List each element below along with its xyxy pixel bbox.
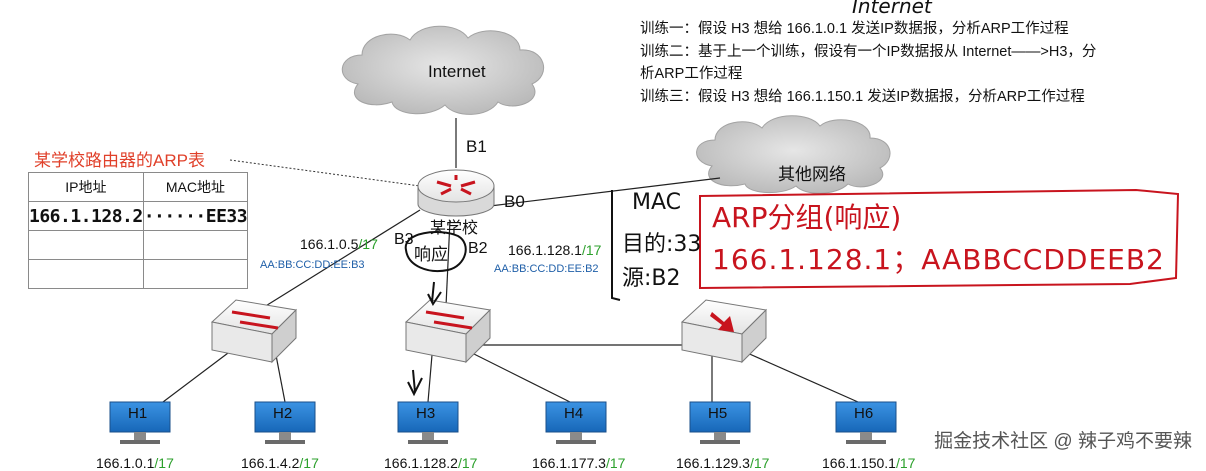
hosts-group	[109, 401, 897, 444]
host-ip-label: 166.1.129.3/17	[676, 455, 769, 471]
frame-src-note: 源:B2	[622, 266, 681, 291]
b3-mask: /17	[358, 236, 378, 252]
host-ip-label: 166.1.4.2/17	[241, 455, 319, 471]
host-mask: /17	[749, 455, 770, 471]
host-name-label: H2	[273, 405, 293, 422]
host-monitor-icon	[689, 401, 751, 444]
switch-left-icon	[210, 299, 298, 364]
table-row	[28, 259, 249, 289]
port-b3-label: B3	[394, 231, 414, 248]
other-network-cloud	[696, 115, 891, 194]
arp-header-ip: IP地址	[28, 172, 144, 202]
host-ip-label: 166.1.150.1/17	[822, 455, 915, 471]
arp-cell	[28, 259, 144, 289]
arp-cell: ······EE33	[142, 201, 249, 231]
other-network-label: 其他网络	[778, 165, 846, 184]
b2-ip: 166.1.128.1	[508, 242, 582, 258]
host-name-label: H3	[416, 405, 436, 422]
switch-middle-icon	[404, 299, 492, 364]
host-monitor-icon	[109, 401, 171, 444]
router-icon	[417, 169, 495, 217]
host-mask: /17	[154, 455, 174, 471]
arp-cell	[28, 230, 144, 260]
arp-response-title: ARP分组(响应)	[712, 201, 902, 234]
port-b2-label: B2	[468, 240, 488, 257]
arp-pointer-line	[229, 159, 421, 187]
b3-mac-label: AA:BB:CC:DD:EE:B3	[260, 259, 365, 271]
host-mask: /17	[605, 455, 626, 471]
frame-dest-note: 目的:33	[622, 232, 702, 257]
arp-cell	[142, 259, 249, 289]
router-name-label: 某学校	[430, 220, 479, 237]
host-monitor-icon	[397, 401, 459, 444]
arp-cell: 166.1.128.2	[28, 201, 144, 231]
b3-ip-label: 166.1.0.5/17	[300, 236, 378, 252]
arp-response-content: 166.1.128.1；AABBCCDDEEB2	[712, 243, 1165, 276]
task-line-1: 训练一：假设 H3 想给 166.1.0.1 发送IP数据报，分析ARP工作过程	[640, 21, 1069, 37]
arp-cell	[142, 230, 249, 260]
b2-mask: /17	[581, 242, 602, 258]
arp-table-title: 某学校路由器的ARP表	[34, 151, 205, 170]
host-ip: 166.1.129.3	[676, 455, 750, 471]
internet-handwritten-note: Internet	[852, 0, 932, 18]
host-name-label: H4	[564, 405, 584, 422]
arp-response-box	[699, 188, 1180, 290]
host-mask: /17	[457, 455, 478, 471]
b2-mac-label: AA:BB:CC:DD:EE:B2	[494, 263, 599, 275]
arp-header-mac: MAC地址	[142, 172, 249, 202]
task-line-3: 析ARP工作过程	[640, 66, 743, 82]
host-monitor-icon	[254, 401, 316, 444]
b2-response-note: 响应	[414, 245, 448, 265]
host-ip-label: 166.1.177.3/17	[532, 455, 625, 471]
host-ip-label: 166.1.0.1/17	[96, 455, 174, 471]
b3-ip: 166.1.0.5	[300, 236, 359, 252]
hub-right-icon	[680, 299, 768, 364]
table-row: 166.1.128.2 ······EE33	[28, 201, 249, 231]
port-b0-label: B0	[504, 192, 525, 211]
port-b1-label: B1	[466, 137, 487, 156]
b2-ip-label: 166.1.128.1/17	[508, 242, 601, 258]
host-ip: 166.1.150.1	[822, 455, 896, 471]
host-ip: 166.1.128.2	[384, 455, 458, 471]
links	[162, 118, 859, 403]
task-line-4: 训练三：假设 H3 想给 166.1.150.1 发送IP数据报，分析ARP工作…	[640, 88, 1085, 105]
host-mask: /17	[895, 455, 916, 471]
host-name-label: H1	[128, 405, 148, 422]
arp-table: IP地址 MAC地址 166.1.128.2 ······EE33	[28, 172, 249, 289]
host-monitor-icon	[835, 401, 897, 444]
watermark: 掘金技术社区 @ 辣子鸡不要辣	[934, 431, 1192, 452]
task-list: 训练一：假设 H3 想给 166.1.0.1 发送IP数据报，分析ARP工作过程…	[640, 18, 1160, 108]
internet-cloud-label: Internet	[428, 62, 486, 81]
table-row	[28, 230, 249, 260]
frame-mac-note: MAC	[632, 190, 682, 215]
host-name-label: H5	[708, 405, 728, 422]
host-ip: 166.1.4.2	[241, 455, 300, 471]
host-monitor-icon	[545, 401, 607, 444]
host-ip: 166.1.177.3	[532, 455, 606, 471]
task-line-2: 训练二：基于上一个训练，假设有一个IP数据报从 Internet——>H3，分	[640, 43, 1097, 60]
handdrawn-marks	[404, 190, 621, 397]
host-name-label: H6	[854, 405, 874, 422]
internet-cloud	[341, 25, 544, 115]
host-ip-label: 166.1.128.2/17	[384, 455, 477, 471]
host-mask: /17	[299, 455, 319, 471]
host-ip: 166.1.0.1	[96, 455, 155, 471]
